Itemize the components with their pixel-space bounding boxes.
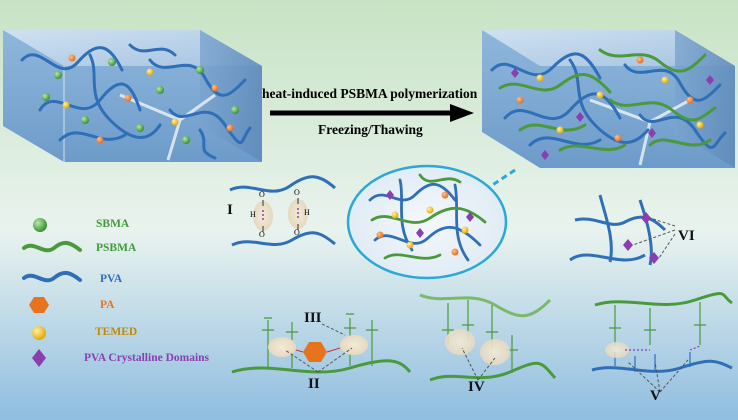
- sbma-icon: [33, 218, 47, 232]
- atom-h: H: [304, 208, 310, 217]
- pva-icon: [22, 271, 82, 283]
- hydrogel-network-box: [482, 30, 735, 168]
- interaction-ii-iii-pa: [231, 313, 412, 374]
- interaction-label-iv: IV: [468, 379, 485, 395]
- interaction-label-v: V: [650, 388, 661, 404]
- pa-hexagon-icon: [29, 297, 49, 313]
- interaction-label-iii: III: [304, 310, 322, 326]
- legend-label-crystalline: PVA Crystalline Domains: [84, 352, 210, 364]
- legend-label-temed: TEMED: [95, 326, 138, 338]
- crystalline-domain-icon: [32, 349, 46, 367]
- psbma-icon: [22, 241, 82, 253]
- process-step-polymerization-label: heat-induced PSBMA polymerization: [262, 86, 478, 101]
- interaction-v-pva-psbma: [591, 292, 733, 393]
- legend-icons: [22, 218, 82, 367]
- process-step-freeze-thaw-label: Freezing/Thawing: [318, 122, 423, 137]
- atom-h: H: [250, 210, 256, 219]
- legend-label-pva: PVA: [100, 273, 123, 285]
- legend-label-psbma: PSBMA: [96, 242, 137, 254]
- temed-icon: [32, 326, 46, 340]
- interaction-i-pva-hbond: [229, 175, 336, 247]
- interaction-label-ii: II: [308, 376, 320, 392]
- interaction-label-vi: VI: [678, 228, 695, 244]
- legend-label-sbma: SBMA: [96, 218, 130, 230]
- atom-o: O: [259, 190, 265, 199]
- interaction-vi-crystalline: [569, 194, 676, 266]
- process-arrow: [270, 104, 474, 122]
- interaction-iv-psbma: [419, 293, 557, 382]
- atom-o: O: [294, 228, 300, 237]
- atom-o: O: [259, 230, 265, 239]
- atom-o: O: [294, 188, 300, 197]
- interaction-label-i: I: [227, 202, 233, 218]
- sbma-pva-precursor-box: [3, 30, 262, 162]
- zoomed-network-ellipse: [346, 164, 508, 280]
- legend-label-pa: PA: [100, 299, 115, 311]
